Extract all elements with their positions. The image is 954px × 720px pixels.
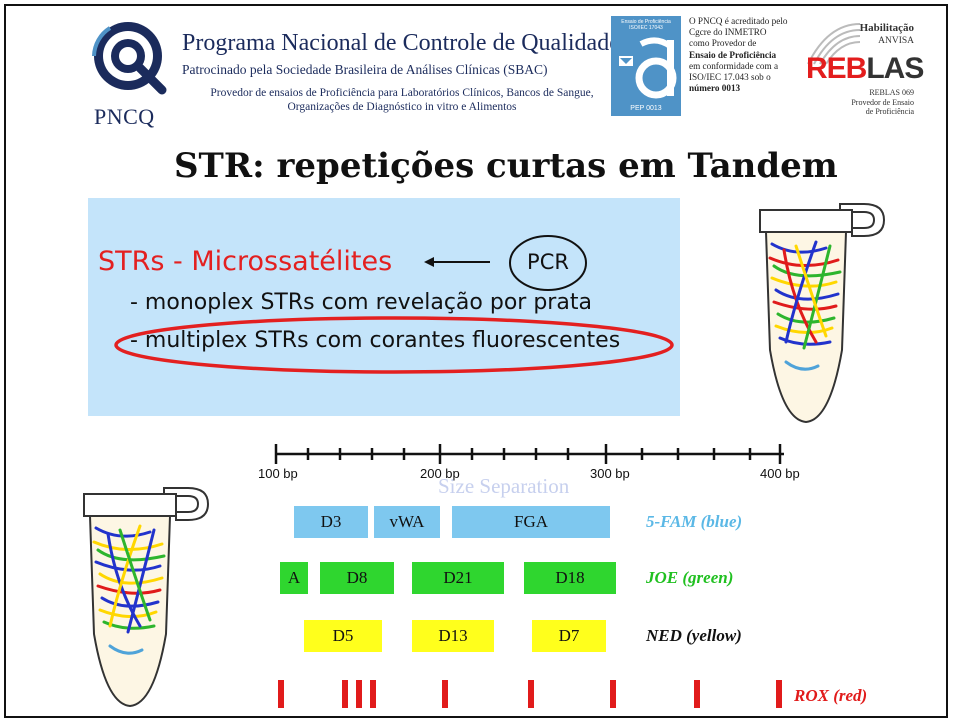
reblas-line: REBLAS 069: [869, 88, 914, 97]
accreditation-seal: Ensaio de Proficiência ISO/IEC 17043 PEP…: [611, 16, 681, 116]
program-provider-line2: Organizações de Diagnóstico in vitro e A…: [287, 101, 517, 113]
rox-peak: [610, 680, 616, 708]
locus-band-d7: D7: [532, 620, 606, 652]
locus-band-d21: D21: [412, 562, 504, 594]
size-scale: [274, 444, 784, 464]
tick-label: 400 bp: [760, 466, 800, 481]
reblas-logo: REBLAS: [806, 52, 924, 86]
accreditation-line: Cgcre do INMETRO: [689, 27, 767, 38]
reblas-habilitacao: Habilitação: [859, 22, 914, 34]
pcr-tube-left-icon: [83, 487, 210, 708]
dye-label-5fam: 5-FAM (blue): [646, 512, 743, 531]
logo-text: PNCQ: [94, 104, 155, 129]
dye-label-rox: ROX (red): [794, 686, 868, 705]
tick-label: 100 bp: [258, 466, 298, 481]
rox-peak: [776, 680, 782, 708]
program-title: Programa Nacional de Controle de Qualida…: [182, 30, 620, 56]
slide-title: STR: repetições curtas em Tandem: [174, 146, 838, 186]
locus-band-d3: D3: [294, 506, 368, 538]
reblas-badge: Habilitação ANVISA REBLAS REBLAS 069 Pro…: [802, 16, 924, 128]
program-sponsor: Patrocinado pela Sociedade Brasileira de…: [182, 62, 548, 77]
locus-band-a: A: [280, 562, 308, 594]
size-separation-caption: Size Separation: [438, 474, 570, 498]
reblas-swirl-icon: [807, 23, 861, 65]
tick-label: 200 bp: [420, 466, 460, 481]
accreditation-line: número 0013: [689, 83, 741, 94]
pcr-label: PCR: [527, 250, 569, 274]
locus-band-vwa: vWA: [374, 506, 440, 538]
rox-peak: [370, 680, 376, 708]
dye-label-ned: NED (yellow): [646, 626, 742, 645]
slide: PNCQ Programa Nacional de Controle de Qu…: [4, 4, 948, 718]
dye-label-joe: JOE (green): [646, 568, 734, 587]
rox-peak: [342, 680, 348, 708]
accreditation-line: ISO/IEC 17.043 sob o: [689, 72, 771, 83]
str-item-monoplex: - monoplex STRs com revelação por prata: [130, 290, 592, 315]
str-info-box: STRs - Microssatélites PCR - monoplex ST…: [88, 198, 680, 416]
reblas-line: de Proficiência: [865, 107, 914, 116]
accreditation-text: O PNCQ é acreditado pelo Cgcre do INMETR…: [689, 16, 787, 94]
rox-peak: [278, 680, 284, 708]
locus-band-d5: D5: [304, 620, 382, 652]
rox-peak: [528, 680, 534, 708]
tick-label: 300 bp: [590, 466, 630, 481]
rox-peak: [694, 680, 700, 708]
program-provider-line1: Provedor de ensaios de Proficiência para…: [210, 87, 594, 99]
highlight-ellipse-icon: [114, 316, 674, 374]
locus-band-fga: FGA: [452, 506, 610, 538]
accreditation-line: O PNCQ é acreditado pelo: [689, 16, 788, 26]
locus-band-d18: D18: [524, 562, 616, 594]
accreditation-line: como Provedor de: [689, 38, 757, 49]
accreditation-line: em conformidade com a: [689, 60, 779, 71]
reblas-logo-red: REB: [806, 52, 867, 85]
reblas-logo-dark: LAS: [866, 52, 924, 85]
arrow-left-icon: [424, 257, 490, 267]
rox-peak: [442, 680, 448, 708]
locus-band-d8: D8: [320, 562, 394, 594]
accreditation-line: Ensaio de Proficiência: [689, 49, 777, 60]
seal-code: PEP 0013: [630, 105, 662, 112]
reblas-details: REBLAS 069 Provedor de Ensaio de Profici…: [851, 88, 914, 117]
pcr-circle-icon: [509, 235, 587, 291]
str-heading: STRs - Microssatélites: [98, 246, 393, 277]
pncq-logo: PNCQ: [90, 16, 174, 136]
reblas-anvisa: ANVISA: [878, 36, 914, 46]
pcr-tube-right-icon: [759, 203, 886, 424]
rox-peak: [356, 680, 362, 708]
pncq-logo-mark-icon: [92, 22, 167, 95]
str-item-multiplex: - multiplex STRs com corantes fluorescen…: [130, 328, 621, 353]
locus-band-d13: D13: [412, 620, 494, 652]
reblas-line: Provedor de Ensaio: [851, 97, 914, 107]
seal-top-label: Ensaio de Proficiência ISO/IEC 17043: [621, 19, 671, 31]
cgcre-a-icon: [619, 37, 677, 99]
